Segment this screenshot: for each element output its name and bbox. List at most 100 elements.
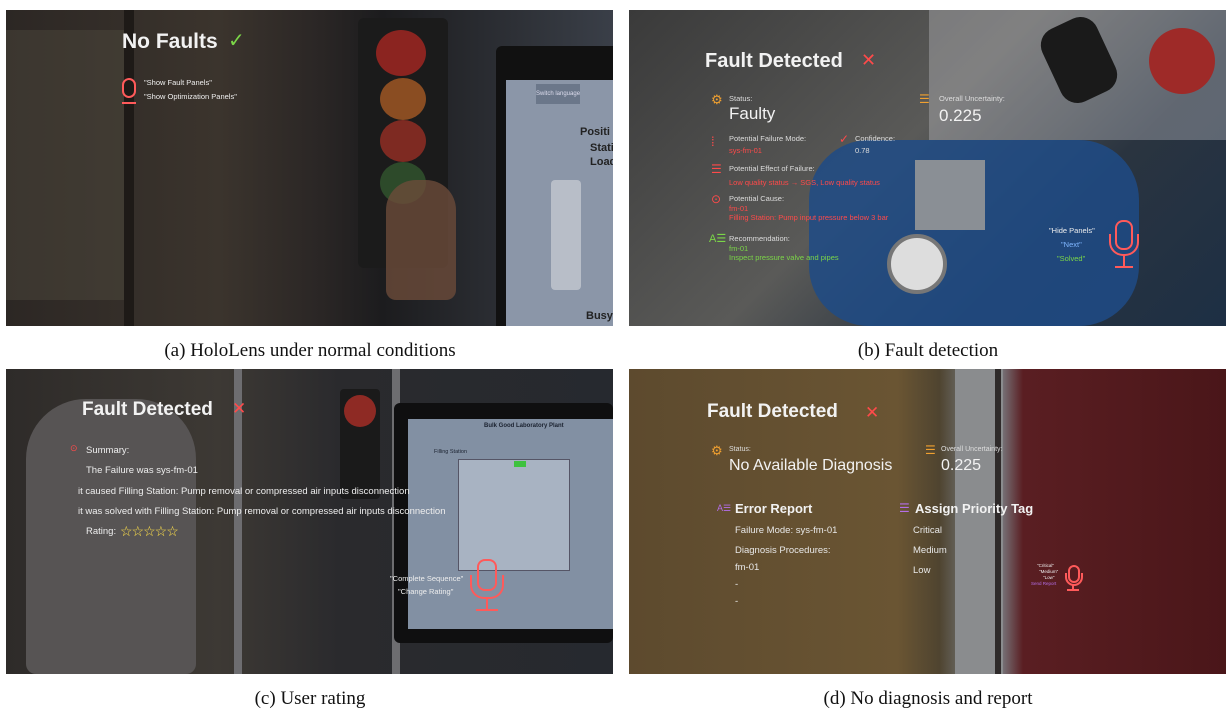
error-report-title[interactable]: Error Report (735, 501, 813, 516)
valve-block (915, 160, 985, 230)
placeholder-dash-1: - (735, 579, 739, 590)
cause-icon: ⊙ (711, 192, 722, 206)
panel-b: Fault Detected ✕ ⚙ Status: Faulty ☰ Over… (629, 10, 1226, 326)
priority-low[interactable]: Low (913, 565, 931, 576)
close-icon: ✕ (861, 50, 877, 70)
hand (386, 180, 456, 300)
caption-c: (c) User rating (254, 688, 366, 709)
failure-mode: Failure Mode: sys-fm-01 (735, 525, 838, 536)
check-icon: ✓ (228, 30, 245, 52)
voice-command-medium[interactable]: "Medium" (1039, 569, 1059, 574)
priority-icon: ☰ (899, 501, 910, 515)
screen-label-station: Statio (590, 142, 613, 154)
uncertainty-value: 0.225 (939, 106, 982, 125)
status-gear-icon: ⚙ (711, 92, 723, 107)
voice-command-complete-sequence[interactable]: "Complete Sequence" (390, 574, 464, 583)
failure-mode-value: sys-fm-01 (729, 146, 762, 155)
microphone-icon[interactable] (120, 78, 138, 110)
diagnosis-label: Diagnosis Procedures: (735, 545, 831, 556)
fault-title: Fault Detected (707, 401, 838, 422)
priority-critical[interactable]: Critical (913, 525, 943, 536)
screen-title: Bulk Good Laboratory Plant (484, 423, 564, 429)
status-label: Status: (729, 94, 753, 103)
recommendation-icon: A☰ (709, 233, 727, 245)
fault-title: Fault Detected (705, 50, 843, 72)
summary-line-solution: it was solved with Filling Station: Pump… (78, 506, 446, 517)
caption-a: (a) HoloLens under normal conditions (164, 340, 456, 361)
voice-command-low[interactable]: "Low" (1043, 575, 1055, 580)
screen-label-busy: Busy (586, 310, 613, 322)
screen-label: Filling Station (434, 449, 468, 455)
voice-command-show-fault[interactable]: "Show Fault Panels" (144, 78, 212, 87)
door-frame (124, 10, 134, 326)
screen-machine-graphic (551, 180, 581, 290)
close-icon: ✕ (232, 399, 247, 418)
pressure-gauge (887, 234, 947, 294)
recommendation-code: fm-01 (729, 244, 749, 253)
voice-command-hide-panels[interactable]: "Hide Panels" (1049, 226, 1095, 235)
effect-value: Low quality status → SGS, Low quality st… (729, 178, 880, 187)
cause-value-text: Filling Station: Pump input pressure bel… (729, 213, 889, 222)
voice-command-show-optimization[interactable]: "Show Optimization Panels" (144, 92, 237, 101)
status-gear-icon: ⚙ (711, 443, 723, 458)
confidence-label: Confidence: (855, 134, 896, 143)
caption-d: (d) No diagnosis and report (823, 688, 1033, 709)
screen-label-position: Positi (580, 126, 610, 138)
close-icon: ✕ (865, 403, 880, 422)
rating-stars[interactable]: ☆☆☆☆☆ (120, 523, 179, 539)
signal-red (344, 395, 376, 427)
caption-b: (b) Fault detection (857, 340, 999, 361)
priority-title[interactable]: Assign Priority Tag (915, 501, 1034, 516)
screen-status-green (514, 461, 526, 467)
failure-mode-icon: ⁞ (711, 134, 715, 149)
uncertainty-label: Overall Uncertainty: (941, 446, 1003, 453)
voice-command-change-rating[interactable]: "Change Rating" (398, 587, 454, 596)
signal-red-2 (380, 120, 426, 162)
microphone-icon[interactable] (470, 559, 504, 613)
socket (1149, 28, 1215, 94)
summary-line-failure: The Failure was sys-fm-01 (86, 465, 198, 476)
microphone-icon[interactable] (1065, 565, 1083, 593)
summary-line-cause: it caused Filling Station: Pump removal … (78, 486, 410, 497)
uncertainty-icon: ☰ (919, 92, 930, 106)
summary-label: Summary: (86, 445, 130, 456)
diagnosis-value: fm-01 (735, 562, 760, 573)
status-label: Status: (729, 446, 751, 453)
panel-a: Switch language Positi Statio Loadi Busy… (6, 10, 613, 326)
switch-language-button[interactable]: Switch language (536, 84, 580, 104)
screen-label-loading: Loadi (590, 156, 613, 168)
voice-command-solved[interactable]: "Solved" (1057, 254, 1086, 263)
uncertainty-value: 0.225 (941, 457, 982, 474)
status-value: No Available Diagnosis (729, 457, 893, 474)
recommendation-text: Inspect pressure valve and pipes (729, 253, 839, 262)
whiteboard (6, 30, 126, 300)
placeholder-dash-2: - (735, 596, 739, 607)
operator-figure (26, 399, 196, 674)
recommendation-label: Recommendation: (729, 234, 790, 243)
panel-c: Bulk Good Laboratory Plant Filling Stati… (6, 369, 613, 674)
summary-icon: ⊙ (70, 443, 78, 453)
door-edge (995, 369, 1001, 674)
signal-orange (380, 78, 426, 120)
fault-title: Fault Detected (82, 399, 213, 420)
status-value: Faulty (729, 104, 776, 123)
voice-command-critical[interactable]: "Critical" (1037, 563, 1054, 568)
error-report-icon: A☰ (717, 503, 732, 513)
cause-label: Potential Cause: (729, 194, 785, 203)
cause-value-code: fm-01 (729, 204, 749, 213)
effect-label: Potential Effect of Failure: (729, 164, 815, 173)
uncertainty-icon: ☰ (925, 443, 936, 457)
rating-label: Rating: (86, 526, 117, 537)
status-title: No Faults (122, 30, 218, 53)
priority-medium[interactable]: Medium (913, 545, 947, 556)
screen-table (458, 459, 570, 571)
voice-command-next[interactable]: "Next" (1061, 240, 1082, 249)
voice-command-send-report[interactable]: Send Report (1031, 581, 1057, 586)
confidence-value: 0.78 (855, 146, 870, 155)
microphone-icon[interactable] (1109, 220, 1139, 270)
panel-d: Fault Detected ✕ ⚙ Status: No Available … (629, 369, 1226, 674)
uncertainty-label: Overall Uncertainty: (939, 94, 1005, 103)
effect-icon: ☰ (711, 162, 722, 176)
signal-red (376, 30, 426, 76)
failure-mode-label: Potential Failure Mode: (729, 134, 807, 143)
